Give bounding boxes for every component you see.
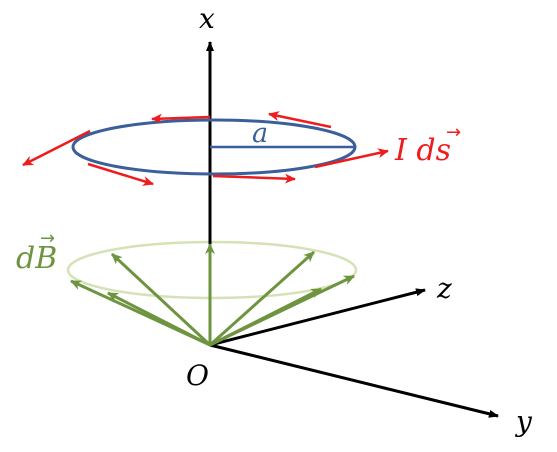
field-element-text: d <box>16 241 35 276</box>
y-axis-label: y <box>514 405 533 438</box>
current-vec-arrow: → <box>446 122 461 143</box>
db-vector <box>209 287 322 347</box>
radius-label: a <box>252 118 268 149</box>
field-element-label: dB → <box>16 228 57 276</box>
x-axis-label: x <box>199 2 215 35</box>
ids-arrow <box>268 111 332 129</box>
field-vec-arrow: → <box>40 228 55 249</box>
z-axis-label: z <box>436 272 452 305</box>
y-axis <box>209 343 499 418</box>
current-vec-symbol: s <box>436 133 451 168</box>
current-element-arrows <box>22 111 389 186</box>
field-vec-symbol: B <box>34 241 57 276</box>
ids-arrow <box>314 148 389 169</box>
z-axis <box>209 288 426 347</box>
current-element-label: I ds → <box>394 122 461 168</box>
svg-text:I ds: I ds <box>394 133 451 168</box>
ids-arrow <box>212 173 296 184</box>
svg-text:dB: dB <box>16 241 57 276</box>
ids-arrow <box>22 129 91 167</box>
field-cone-base <box>66 240 358 300</box>
db-vector <box>209 250 315 347</box>
field-vectors <box>70 243 355 347</box>
origin-label: O <box>186 359 209 392</box>
db-vector <box>107 291 211 347</box>
db-vector <box>110 252 212 347</box>
ids-arrow <box>87 162 154 186</box>
ids-arrow <box>151 113 211 124</box>
current-element-text: I d <box>394 133 436 168</box>
